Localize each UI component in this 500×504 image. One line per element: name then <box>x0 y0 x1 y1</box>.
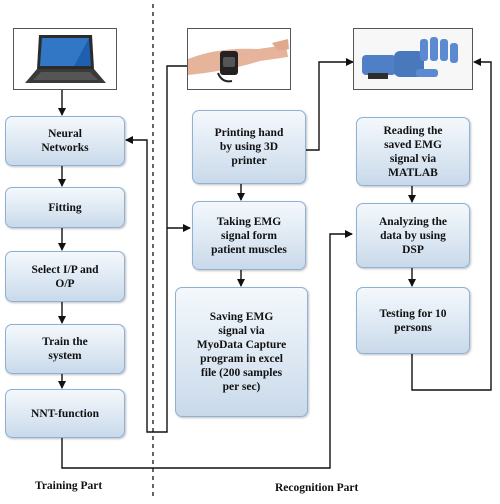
select-io-box: Select I/P and O/P <box>5 251 125 302</box>
saving-emg-box: Saving EMG signal via MyoData Capture pr… <box>175 287 308 417</box>
testing-label: Testing for 10 persons <box>379 307 447 334</box>
testing-box: Testing for 10 persons <box>356 287 470 354</box>
neural-networks-label: Neural Networks <box>41 128 89 154</box>
fitting-label: Fitting <box>48 201 82 214</box>
recognition-part-label: Recognition Part <box>275 482 359 494</box>
printing-hand-box: Printing hand by using 3D printer <box>192 110 306 184</box>
training-part-label: Training Part <box>35 480 103 492</box>
arrow-emg-arm-loop <box>125 65 187 433</box>
fitting-box: Fitting <box>5 187 125 228</box>
3d-printed-hand-photo <box>354 29 472 89</box>
arrow-testing-to-hand <box>411 58 492 391</box>
neural-networks-box: Neural Networks <box>5 116 125 166</box>
laptop-icon <box>25 35 106 83</box>
taking-emg-label: Taking EMG signal form patient muscles <box>211 215 287 256</box>
robotic-hand-image <box>353 28 473 90</box>
laptop-image <box>13 28 117 90</box>
nnt-function-label: NNT-function <box>31 407 99 420</box>
emg-armband-photo <box>188 29 290 89</box>
analyzing-data-label: Analyzing the data by using DSP <box>378 215 448 256</box>
reading-emg-box: Reading the saved EMG signal via MATLAB <box>356 117 470 186</box>
reading-emg-label: Reading the saved EMG signal via MATLAB <box>383 124 443 179</box>
train-system-label: Train the system <box>42 336 88 362</box>
taking-emg-box: Taking EMG signal form patient muscles <box>192 201 306 270</box>
nnt-function-box: NNT-function <box>5 389 125 438</box>
saving-emg-label: Saving EMG signal via MyoData Capture pr… <box>196 311 287 393</box>
emg-arm-image <box>187 28 291 90</box>
arrow-nnt-to-analyzing <box>61 230 353 469</box>
printing-hand-label: Printing hand by using 3D printer <box>214 127 284 167</box>
analyzing-data-box: Analyzing the data by using DSP <box>356 203 470 268</box>
select-io-label: Select I/P and O/P <box>31 263 99 290</box>
train-system-box: Train the system <box>5 324 125 374</box>
arrow-printing-to-hand <box>306 58 354 151</box>
